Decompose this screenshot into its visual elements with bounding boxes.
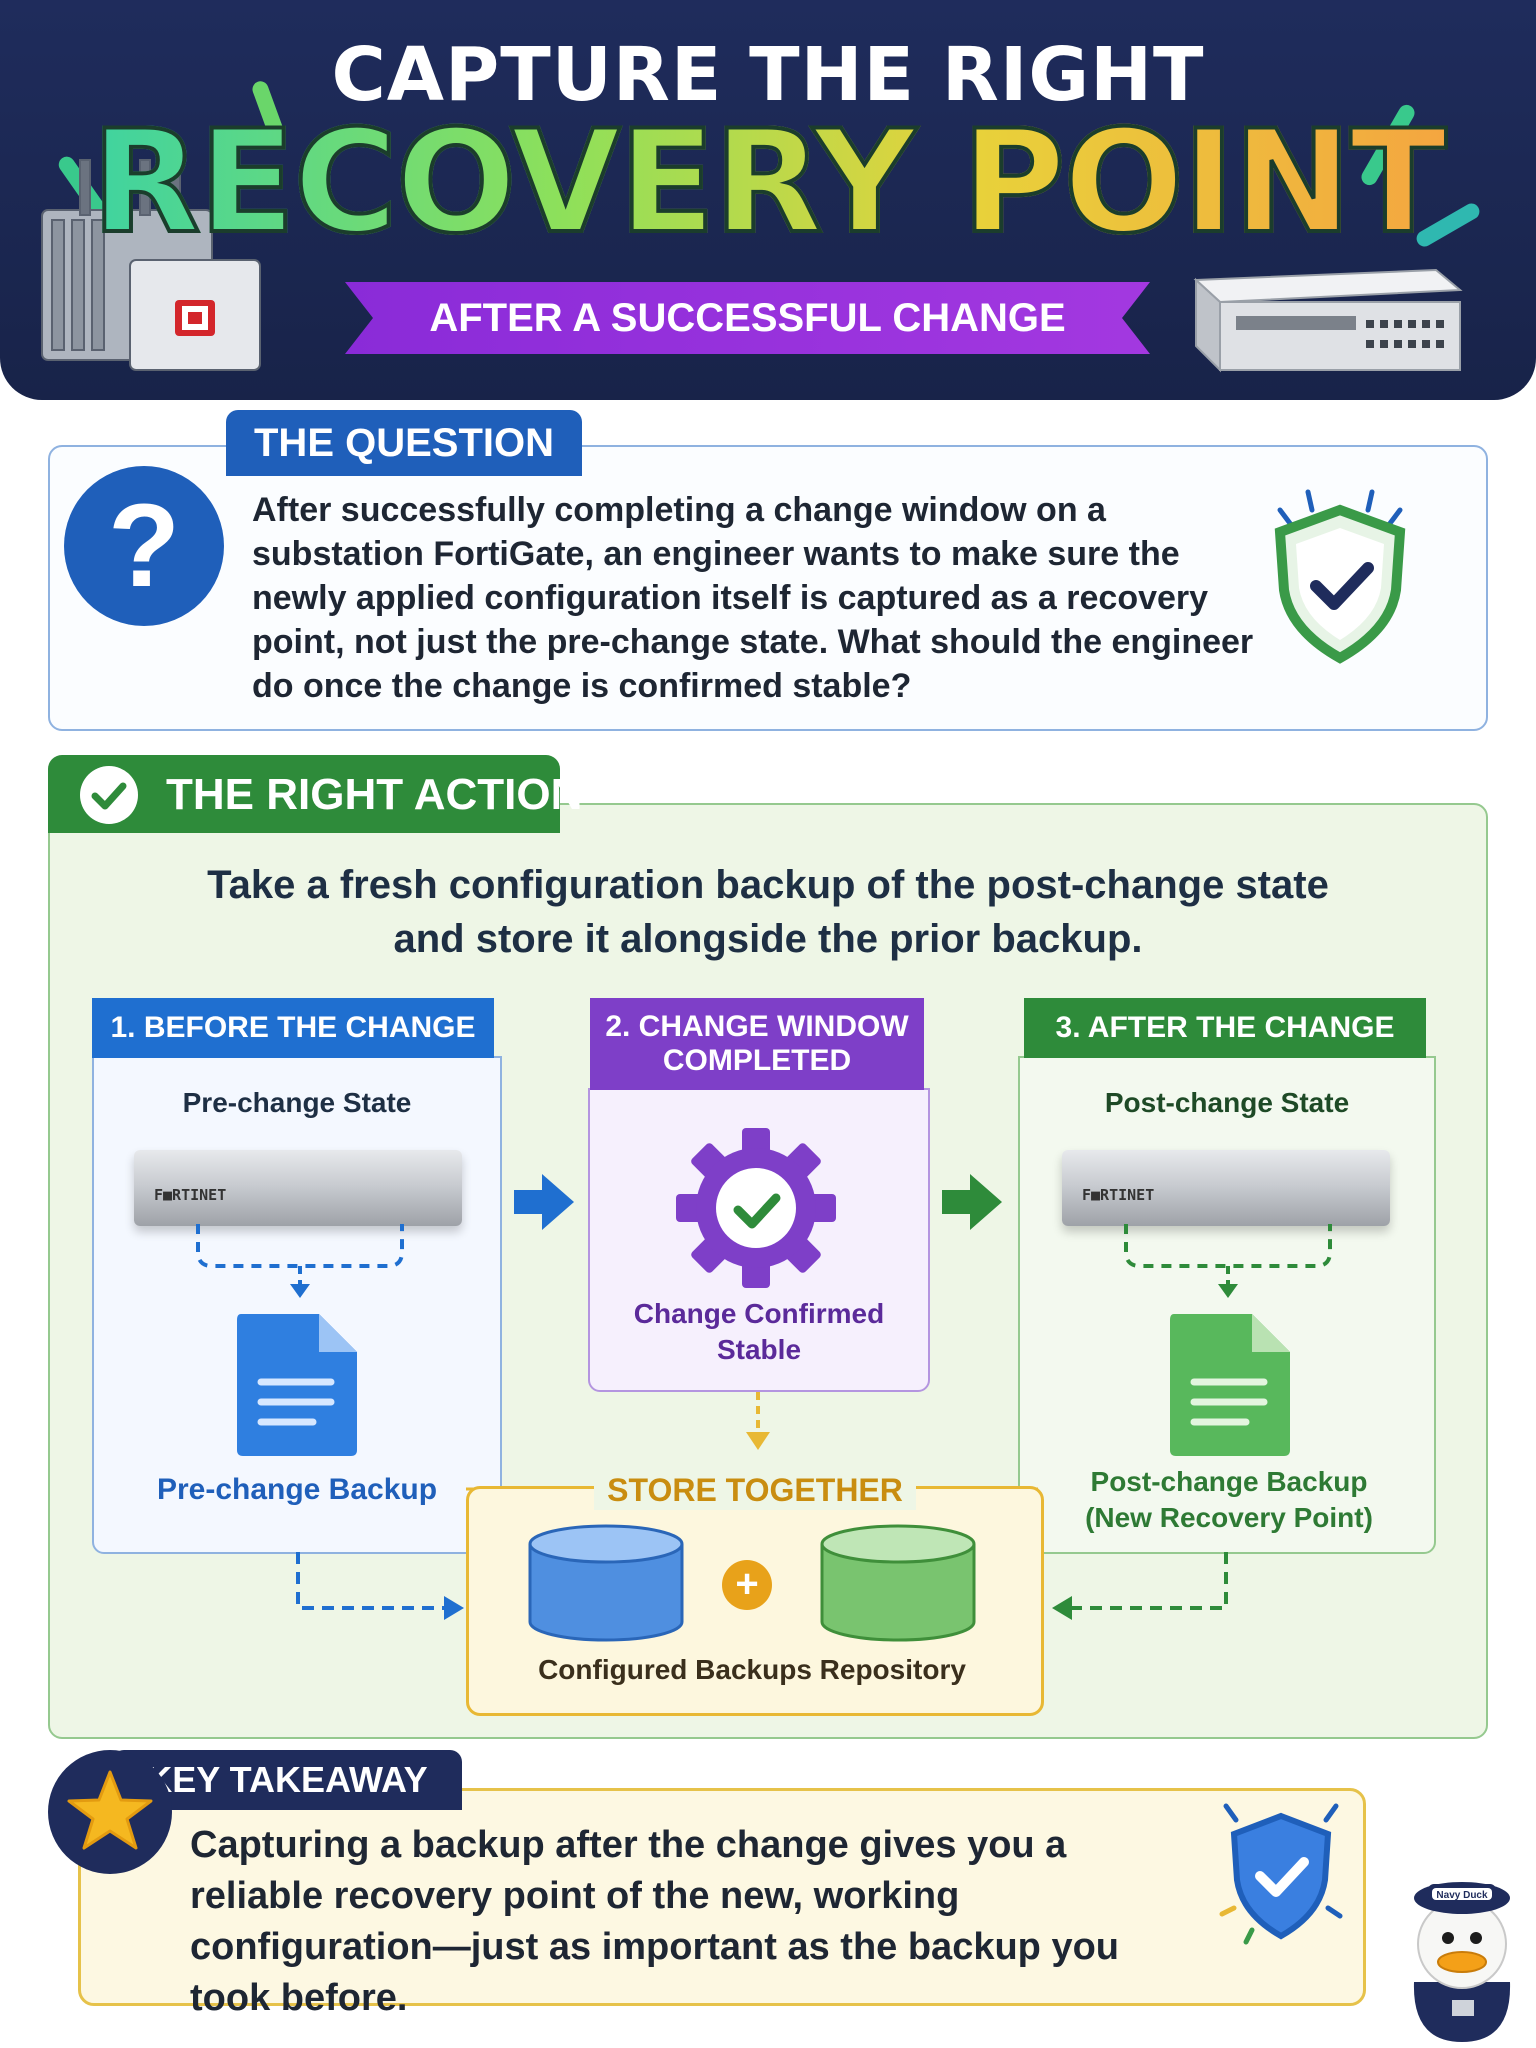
shield-check-icon (1219, 1803, 1343, 1945)
step-3-backup-connector (1124, 1224, 1332, 1298)
step-3-header: 3. AFTER THE CHANGE (1024, 998, 1426, 1058)
plus-icon: + (722, 1560, 772, 1610)
right-action-headline: Take a fresh configuration backup of the… (120, 858, 1416, 966)
star-icon (48, 1750, 172, 1874)
header-banner: CAPTURE THE RIGHT RECOVERY POINT AFTER A… (0, 0, 1536, 400)
key-takeaway-panel (78, 1788, 1366, 2006)
arrow-right-icon (942, 1174, 1002, 1230)
key-takeaway-text: Capturing a backup after the change give… (190, 1824, 1119, 2019)
step-2-header-line-1: 2. CHANGE WINDOW (605, 1010, 909, 1043)
document-icon (237, 1314, 357, 1456)
post-change-to-store-connector (1052, 1552, 1228, 1620)
question-tab: THE QUESTION (226, 410, 583, 476)
green-database-icon (820, 1524, 976, 1642)
post-change-backup-line-1: Post-change Backup (1090, 1466, 1368, 1497)
pre-change-backup-label: Pre-change Backup (156, 1473, 438, 1506)
document-icon (1170, 1314, 1290, 1456)
step-2-header: 2. CHANGE WINDOW COMPLETED (590, 998, 924, 1090)
store-together-label: STORE TOGETHER (594, 1470, 916, 1510)
post-change-backup-label: Post-change Backup (New Recovery Point) (1022, 1464, 1436, 1536)
header-title-main: RECOVERY POINT (89, 98, 1449, 267)
header-title-top: CAPTURE THE RIGHT (331, 32, 1205, 118)
step-1-state-label: Pre-change State (182, 1087, 412, 1118)
step-3-state-label: Post-change State (1104, 1087, 1350, 1118)
step-3-card (1018, 1056, 1436, 1554)
arrow-right-icon (514, 1174, 574, 1230)
step-1-backup-connector (196, 1224, 404, 1298)
step-2-header-line-2: COMPLETED (662, 1044, 852, 1077)
question-panel (48, 445, 1488, 731)
question-text: After successfully completing a change w… (252, 491, 1254, 705)
step-3-device: F■RTINET (1062, 1150, 1390, 1226)
step-3-device-brand: F■RTINET (1082, 1186, 1155, 1204)
post-change-backup-line-2: (New Recovery Point) (1085, 1502, 1373, 1533)
duck-cap-text: Navy Duck (1436, 1890, 1488, 1901)
step-1-header: 1. BEFORE THE CHANGE (92, 998, 494, 1058)
change-confirmed-label: Change Confirmed Stable (588, 1296, 930, 1368)
shield-check-icon (1274, 489, 1406, 664)
duck-mascot-icon: Navy Duck (1413, 1882, 1511, 2042)
header-subtitle-ribbon: AFTER A SUCCESSFUL CHANGE WINDOW (345, 282, 1150, 354)
headline-line-2: and store it alongside the prior backup. (393, 917, 1143, 961)
pre-change-to-store-connector (296, 1552, 464, 1620)
arrow-down-icon (746, 1392, 770, 1450)
step-1-device: F■RTINET (134, 1150, 462, 1226)
key-takeaway-tab: KEY TAKEAWAY (112, 1750, 462, 1810)
step-1-device-brand: F■RTINET (154, 1186, 227, 1204)
change-confirmed-line-1: Change Confirmed (633, 1298, 885, 1329)
repository-label: Configured Backups Repository (538, 1654, 966, 1685)
change-confirmed-line-2: Stable (716, 1334, 802, 1365)
right-action-tab-label: THE RIGHT ACTION (166, 770, 583, 819)
substation-transformer-icon (41, 149, 261, 371)
question-icon: ? (64, 466, 224, 626)
headline-line-1: Take a fresh configuration backup of the… (207, 863, 1329, 907)
firewall-appliance-icon (1193, 268, 1463, 373)
gear-check-icon (676, 1128, 836, 1288)
blue-database-icon (528, 1524, 684, 1642)
check-circle-icon (80, 766, 138, 824)
